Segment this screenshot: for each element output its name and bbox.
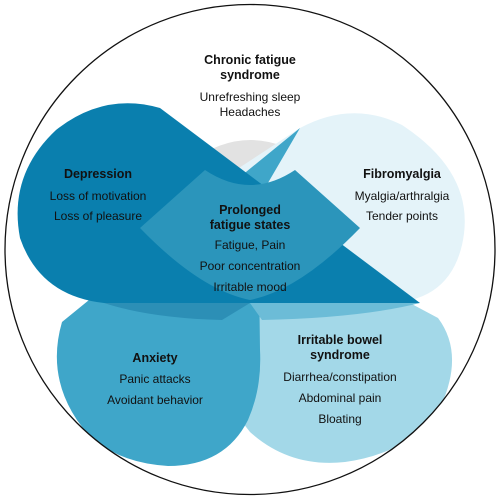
depression-item-2: Loss of pleasure (54, 209, 142, 223)
ibs-title-line2: syndrome (310, 348, 370, 362)
prolonged-fatigue-item-2: Poor concentration (200, 259, 301, 273)
overlap-right (250, 303, 420, 320)
outer-circle-outline (4, 3, 496, 496)
ibs-item-3: Bloating (318, 412, 361, 426)
depression-item-1: Loss of motivation (50, 189, 147, 203)
prolonged-fatigue-title-line1: Prolonged (219, 203, 281, 217)
chronic-fatigue-title-line1: Chronic fatigue (204, 53, 296, 67)
anxiety-item-2: Avoidant behavior (107, 393, 203, 407)
anxiety-item-1: Panic attacks (119, 372, 190, 386)
prolonged-fatigue-shape (140, 170, 360, 300)
ibs-item-1: Diarrhea/constipation (283, 370, 396, 384)
anxiety-title: Anxiety (132, 351, 177, 365)
depression-title: Depression (64, 167, 132, 181)
chronic-fatigue-title-line2: syndrome (220, 68, 280, 82)
prolonged-fatigue-title-line2: fatigue states (210, 218, 291, 232)
ibs-item-2: Abdominal pain (299, 391, 382, 405)
overlap-left (104, 303, 250, 320)
prolonged-fatigue-item-1: Fatigue, Pain (215, 238, 286, 252)
fibromyalgia-title: Fibromyalgia (363, 167, 442, 181)
fibromyalgia-item-2: Tender points (366, 209, 438, 223)
chronic-fatigue-item-1: Unrefreshing sleep (200, 90, 301, 104)
chronic-fatigue-item-2: Headaches (220, 105, 281, 119)
ibs-title-line1: Irritable bowel (298, 333, 383, 347)
prolonged-fatigue-item-3: Irritable mood (213, 280, 286, 294)
fibromyalgia-item-1: Myalgia/arthralgia (355, 189, 450, 203)
